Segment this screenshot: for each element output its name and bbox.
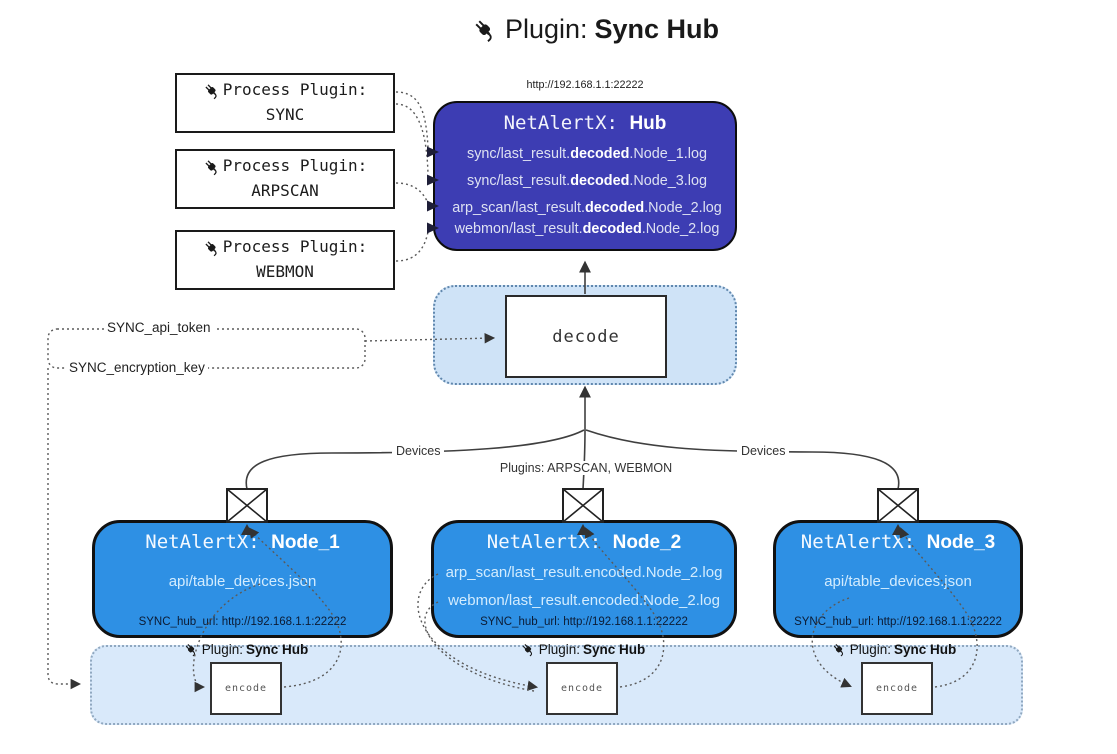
process-plugin-label: Process Plugin:	[222, 156, 368, 176]
process-plugin-name: WEBMON	[256, 262, 314, 281]
plugins-edge-label: Plugins: ARPSCAN, WEBMON	[495, 461, 677, 475]
hub-log-line: sync/last_result.decoded.Node_1.log	[467, 146, 707, 162]
plug-icon	[472, 17, 498, 43]
node-1-box: NetAlertX: Node_1 api/table_devices.json…	[92, 520, 393, 638]
envelope-icon	[226, 488, 268, 523]
node-2-box: NetAlertX: Node_2 arp_scan/last_result.e…	[431, 520, 737, 638]
edge-sync-to-hub-2	[395, 103, 429, 175]
edge-keys-to-band	[47, 368, 82, 690]
band-plugin-label: Plugin: Sync Hub	[521, 642, 645, 657]
hub-title-name: Hub	[629, 113, 667, 134]
edge-webmon-to-hub	[395, 231, 429, 262]
decode-box: decode	[505, 295, 667, 378]
hub-log-line: arp_scan/last_result.decoded.Node_2.log	[452, 200, 722, 216]
envelope-icons	[226, 488, 919, 523]
edge-arpscan-to-hub	[395, 182, 428, 202]
edge-sync-to-hub-1	[395, 91, 429, 148]
sync-api-token-label: SYNC_api_token	[104, 320, 214, 335]
hub-url-label: http://192.168.1.1:22222	[526, 79, 644, 91]
node-title: NetAlertX: Node_3	[800, 531, 996, 553]
page-title-prefix: Plugin:	[504, 14, 588, 44]
node-file: api/table_devices.json	[824, 573, 972, 590]
process-plugin-name: ARPSCAN	[251, 181, 319, 200]
plug-icon	[203, 158, 221, 176]
node-3-box: NetAlertX: Node_3 api/table_devices.json…	[773, 520, 1023, 638]
plug-icon	[203, 82, 221, 100]
edge-node2-plugins	[582, 429, 586, 490]
process-plugin-box-arpscan: Process Plugin: ARPSCAN	[175, 149, 395, 209]
plug-icon	[832, 642, 847, 657]
page-title: Plugin: Sync Hub	[0, 14, 1117, 45]
devices-edge-label-right: Devices	[737, 444, 790, 458]
hub-box: NetAlertX: Hub sync/last_result.decoded.…	[433, 101, 737, 251]
hub-log-line: webmon/last_result.decoded.Node_2.log	[454, 221, 720, 237]
node-hub-url: SYNC_hub_url: http://192.168.1.1:22222	[480, 616, 688, 628]
envelope-icon	[562, 488, 604, 523]
hub-title: NetAlertX: Hub	[435, 112, 735, 135]
process-plugin-box-webmon: Process Plugin: WEBMON	[175, 230, 395, 290]
page-title-name: Sync Hub	[594, 14, 720, 44]
plug-icon	[521, 642, 536, 657]
node-title: NetAlertX: Node_1	[145, 531, 340, 553]
node-title: NetAlertX: Node_2	[486, 531, 682, 553]
process-plugin-box-sync: Process Plugin: SYNC	[175, 73, 395, 133]
node-hub-url: SYNC_hub_url: http://192.168.1.1:22222	[138, 616, 347, 628]
envelope-icon	[877, 488, 919, 523]
decode-label: decode	[552, 326, 620, 347]
process-plugin-label: Process Plugin:	[222, 80, 368, 100]
node-file: arp_scan/last_result.encoded.Node_2.log	[445, 564, 723, 581]
hub-log-line: sync/last_result.decoded.Node_3.log	[467, 173, 707, 189]
process-plugin-label: Process Plugin:	[222, 237, 368, 257]
plug-icon	[184, 642, 199, 657]
sync-encryption-key-label: SYNC_encryption_key	[66, 360, 208, 375]
band-plugin-label: Plugin: Sync Hub	[184, 642, 308, 657]
encode-box: encode	[546, 662, 618, 715]
node-file: api/table_devices.json	[168, 573, 317, 590]
edge-node1-devices	[245, 429, 585, 490]
node-hub-url: SYNC_hub_url: http://192.168.1.1:22222	[794, 616, 1002, 628]
process-plugin-name: SYNC	[265, 105, 305, 124]
band-plugin-label: Plugin: Sync Hub	[832, 642, 956, 657]
plug-icon	[203, 239, 221, 257]
edge-node3-devices	[585, 429, 900, 490]
encode-box: encode	[210, 662, 282, 715]
hub-title-prefix: NetAlertX:	[503, 112, 618, 134]
encode-box: encode	[861, 662, 933, 715]
devices-edge-label-left: Devices	[392, 444, 445, 458]
node-file: webmon/last_result.encoded.Node_2.log	[448, 592, 720, 609]
